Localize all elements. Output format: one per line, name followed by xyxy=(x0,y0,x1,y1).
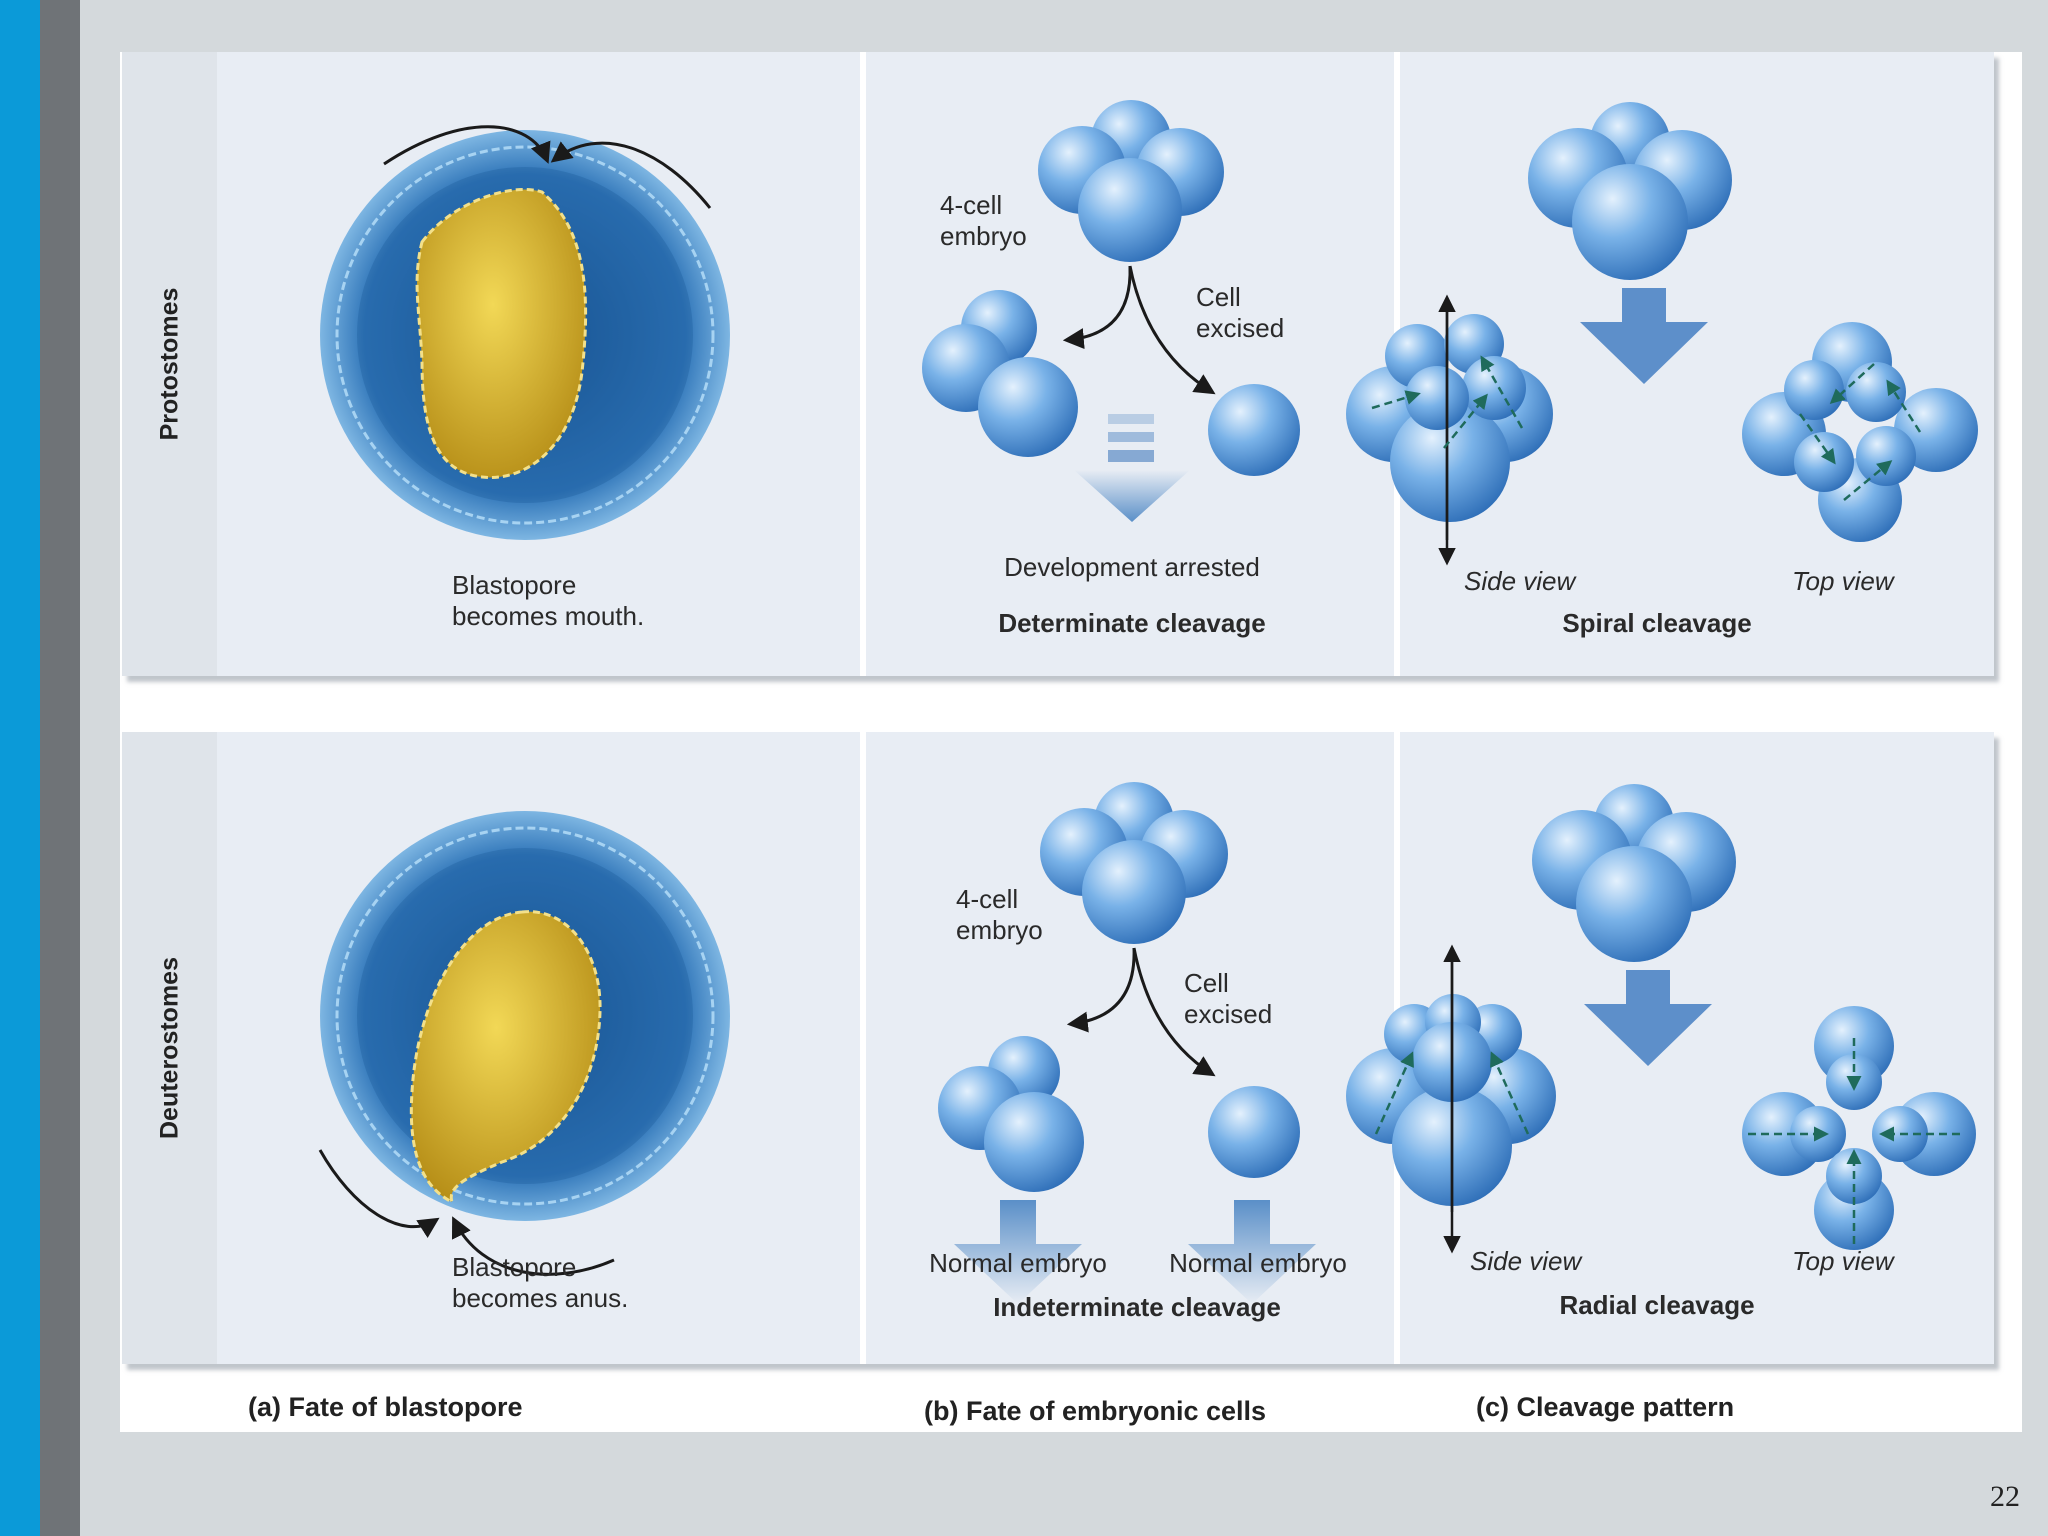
accent-stripe-blue xyxy=(0,0,40,1536)
excision-arrow-right xyxy=(1132,947,1216,1077)
deuterostomes-illustration xyxy=(318,782,1976,1304)
excised-cell xyxy=(1208,1086,1300,1178)
four-cell-embryo-label: 4-cell embryo xyxy=(940,190,1027,251)
column-divider xyxy=(860,732,866,1364)
radial-cleavage-title: Radial cleavage xyxy=(1559,1290,1755,1320)
figure: Protostomes xyxy=(120,52,2022,1432)
spiral-rotation-arrow xyxy=(1798,413,1836,465)
archenteron-yolk xyxy=(415,187,588,480)
row-label-protostomes: Protostomes xyxy=(122,52,217,676)
deuterostomes-panel: Deuterostomes xyxy=(122,732,1994,1364)
row-label-deuterostomes: Deuterostomes xyxy=(122,732,217,1364)
caption-a: (a) Fate of blastopore xyxy=(248,1392,523,1422)
excision-arrow-left xyxy=(1062,265,1132,350)
radial-top-view-embryo xyxy=(1742,1006,1976,1250)
three-cell-remnant xyxy=(938,1036,1084,1192)
spiral-top-view-label: Top view xyxy=(1792,566,1894,596)
cell-excised-label: Cell excised xyxy=(1184,968,1273,1029)
accent-stripe-gray xyxy=(40,0,80,1536)
blastopore-arrow-right xyxy=(452,1216,615,1276)
spiral-four-cell xyxy=(1528,102,1732,280)
radial-cleavage-arrow xyxy=(1374,1051,1414,1135)
indeterminate-cleavage-title: Indeterminate cleavage xyxy=(993,1292,1281,1322)
radial-down-arrow xyxy=(1584,970,1712,1066)
radial-cleavage-arrow xyxy=(1490,1051,1530,1135)
caption-c: (c) Cleavage pattern xyxy=(1476,1392,1735,1422)
excision-arrow-right xyxy=(1128,265,1216,395)
spiral-side-view-label: Side view xyxy=(1464,566,1576,596)
spiral-rotation-arrow xyxy=(1886,379,1922,433)
gastrula-membrane xyxy=(335,145,715,525)
gastrula-membrane xyxy=(335,826,715,1206)
radial-side-view-label: Side view xyxy=(1470,1246,1582,1276)
radial-four-cell xyxy=(1532,784,1736,962)
page-number: 22 xyxy=(1990,1480,2020,1513)
four-cell-embryo-label: 4-cell embryo xyxy=(956,884,1043,945)
normal-embryo-label-right: Normal embryo xyxy=(1169,1248,1347,1278)
normal-embryo-arrow-right xyxy=(1188,1200,1316,1304)
arrested-arrow xyxy=(1074,414,1190,522)
spiral-rotation-arrow xyxy=(1843,460,1893,501)
cell-excised-label: Cell excised xyxy=(1196,282,1285,343)
column-divider xyxy=(860,52,866,676)
spiral-rotation-arrow xyxy=(1443,393,1488,449)
spiral-down-arrow xyxy=(1580,288,1708,384)
spiral-side-view-embryo xyxy=(1346,314,1553,522)
blastopore-anus-label: Blastopore becomes anus. xyxy=(452,1252,629,1313)
four-cell-embryo xyxy=(1038,100,1224,262)
blastopore-arrow-right xyxy=(550,141,712,209)
blastopore-arrow-left xyxy=(318,1149,440,1238)
excision-arrow-left xyxy=(1066,947,1136,1033)
archenteron-yolk xyxy=(409,910,602,1205)
development-arrested-label: Development arrested xyxy=(1004,552,1260,582)
spiral-top-view-embryo xyxy=(1742,322,1978,542)
spiral-rotation-arrow xyxy=(1829,363,1875,405)
spiral-rotation-arrow xyxy=(1480,355,1524,429)
protostomes-illustration xyxy=(320,100,1978,566)
determinate-cleavage-title: Determinate cleavage xyxy=(998,608,1266,638)
normal-embryo-arrow-left xyxy=(954,1200,1082,1304)
radial-top-view-label: Top view xyxy=(1792,1246,1894,1276)
normal-embryo-label-left: Normal embryo xyxy=(929,1248,1107,1278)
three-cell-remnant xyxy=(922,290,1078,457)
blastopore-mouth-label: Blastopore becomes mouth. xyxy=(452,570,645,631)
blastopore-arrow-left xyxy=(383,125,551,166)
protostomes-panel: Protostomes xyxy=(122,52,1994,676)
caption-b: (b) Fate of embryonic cells xyxy=(924,1396,1267,1426)
spiral-cleavage-title: Spiral cleavage xyxy=(1562,608,1752,638)
spiral-rotation-arrow xyxy=(1371,390,1421,410)
excised-cell xyxy=(1208,384,1300,476)
four-cell-embryo xyxy=(1040,782,1228,944)
